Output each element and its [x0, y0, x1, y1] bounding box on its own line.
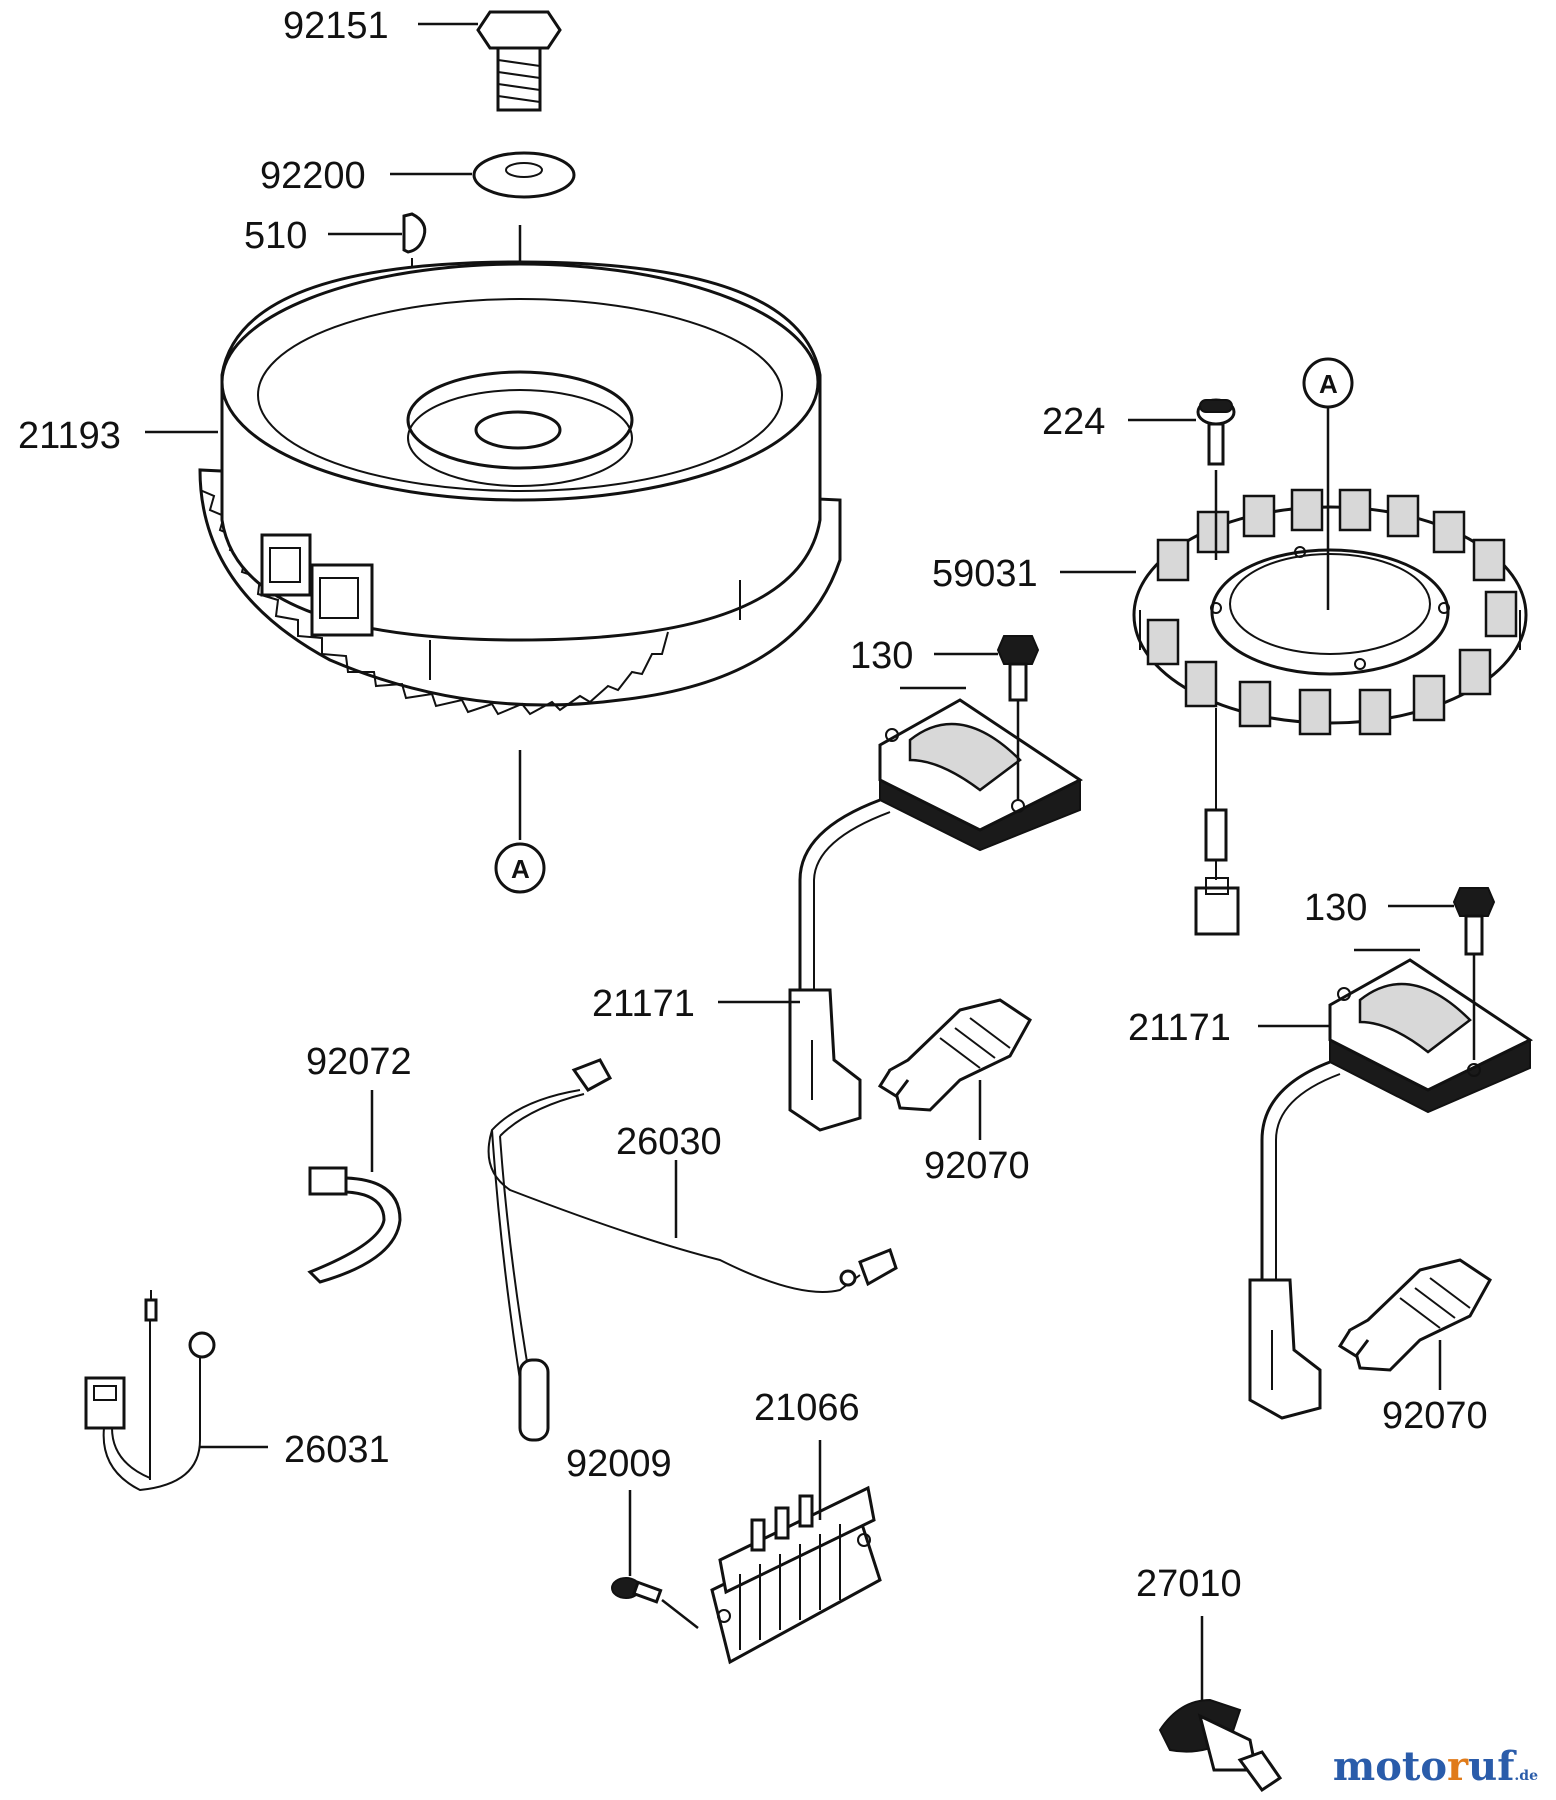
- watermark-r: r: [1447, 1743, 1469, 1790]
- motoruf-watermark: motoruf.de: [1333, 1743, 1538, 1790]
- ref-a-2: A: [1319, 369, 1338, 399]
- harness-26031: [84, 1290, 216, 1492]
- screw-224: [1196, 398, 1236, 466]
- label-130-a: 130: [850, 635, 913, 677]
- label-26030: 26030: [616, 1121, 722, 1163]
- label-92070-b: 92070: [1382, 1395, 1488, 1437]
- switch-27010: [1158, 1698, 1283, 1793]
- label-92151: 92151: [283, 5, 389, 47]
- bolt-92151: [476, 10, 562, 112]
- label-21066: 21066: [754, 1387, 860, 1429]
- label-510: 510: [244, 215, 307, 257]
- clip-92072: [307, 1166, 402, 1284]
- label-92070-a: 92070: [924, 1145, 1030, 1187]
- label-224: 224: [1042, 401, 1105, 443]
- label-59031: 59031: [932, 553, 1038, 595]
- label-21171-a: 21171: [592, 983, 695, 1025]
- label-92009: 92009: [566, 1443, 672, 1485]
- ref-a-1: A: [511, 854, 530, 884]
- stator-59031: [1132, 488, 1528, 936]
- spark-plug-92070-a: [877, 998, 1032, 1112]
- watermark-tld: .de: [1514, 1768, 1538, 1784]
- key-510: [402, 212, 427, 254]
- flywheel-21193: [198, 260, 842, 716]
- watermark-uf: uf: [1468, 1743, 1515, 1790]
- watermark-mot: moto: [1332, 1743, 1448, 1790]
- ignition-coil-21171-b: [1248, 958, 1534, 1420]
- ref-circle-a-1: [494, 842, 546, 894]
- spark-plug-92070-b: [1337, 1258, 1492, 1372]
- label-130-b: 130: [1304, 887, 1367, 929]
- washer-92200: [472, 151, 576, 199]
- label-21171-b: 21171: [1128, 1007, 1231, 1049]
- screw-92009: [611, 1577, 663, 1604]
- label-21193: 21193: [18, 415, 121, 457]
- label-27010: 27010: [1136, 1563, 1242, 1605]
- label-26031: 26031: [284, 1429, 390, 1471]
- harness-26030: [487, 1058, 898, 1442]
- label-92072: 92072: [306, 1041, 412, 1083]
- ignition-coil-21171-a: [788, 698, 1083, 1132]
- bolt-130-b: [1452, 887, 1496, 956]
- bolt-130-a: [996, 635, 1040, 702]
- label-92200: 92200: [260, 155, 366, 197]
- regulator-21066: [710, 1485, 882, 1665]
